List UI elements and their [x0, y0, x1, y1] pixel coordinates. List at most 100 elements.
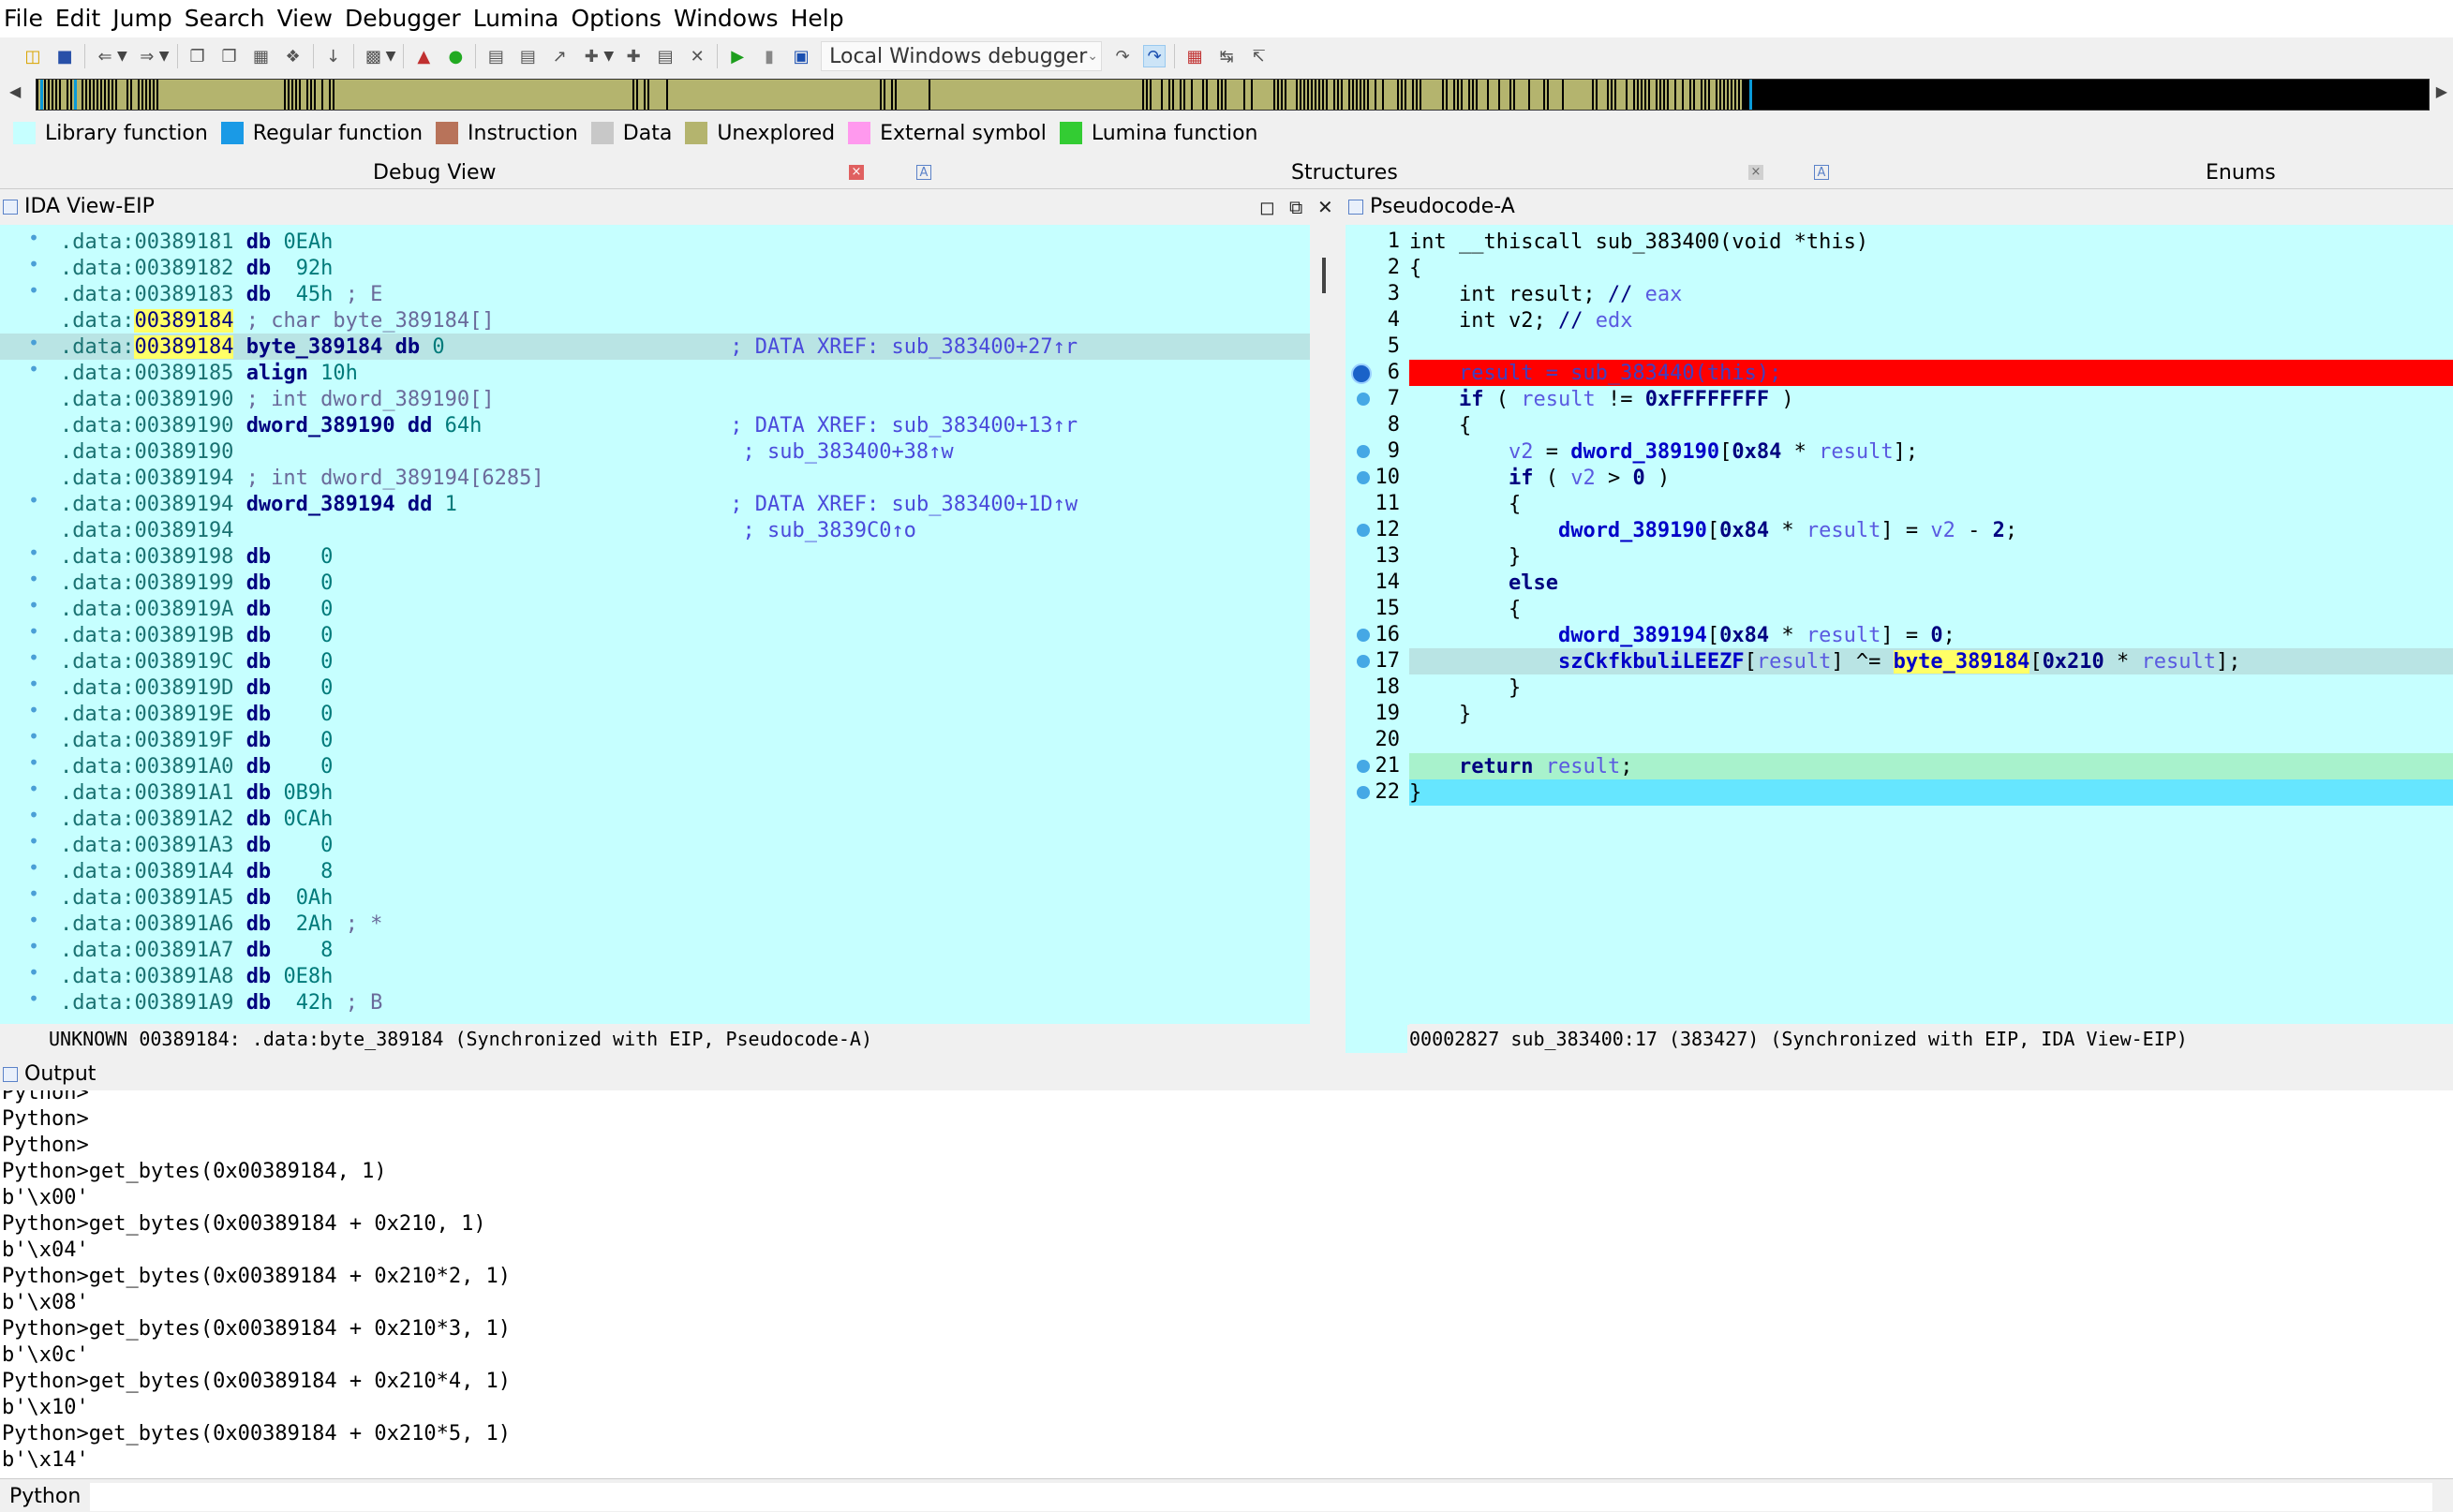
restore-icon[interactable]: ⧉ [1289, 196, 1303, 218]
pin-icon[interactable]: ✚ [626, 46, 641, 67]
ida-scrollbar-thumb[interactable] [1322, 258, 1326, 293]
menu-search[interactable]: Search [184, 5, 265, 32]
code-line-breakpoint[interactable]: result = sub_383440(this); [1409, 360, 2453, 386]
disasm-line[interactable]: .data:00389194 ; int dword_389194[6285] [60, 467, 544, 490]
disasm-line[interactable]: •.data:0038919D db 0 [28, 673, 334, 700]
trace-icon[interactable]: ↸ [1251, 46, 1266, 67]
chart-icon[interactable]: ▤ [487, 46, 504, 67]
disasm-line[interactable]: •.data:0038919B db 0 [28, 620, 334, 647]
disasm-line[interactable]: •.data:003891A9 db 42h ; B [28, 987, 383, 1015]
download-icon[interactable]: ↓ [326, 46, 341, 67]
breakpoint-dot-icon[interactable] [1357, 445, 1370, 458]
menu-jump[interactable]: Jump [112, 5, 172, 32]
cli-language-button[interactable]: Python [9, 1485, 82, 1508]
disasm-line[interactable]: •.data:0038919E db 0 [28, 699, 334, 726]
disasm-line[interactable]: •.data:0038919C db 0 [28, 646, 334, 674]
disasm-line[interactable]: •.data:003891A2 db 0CAh [28, 804, 334, 831]
debugger-select[interactable]: Local Windows debugger⌄ [821, 41, 1103, 71]
breakpoint-dot-icon[interactable] [1357, 655, 1370, 668]
disasm-line[interactable]: •.data:003891A8 db 0E8h [28, 961, 334, 988]
code-line[interactable]: } [1409, 545, 1522, 569]
flow-icon[interactable]: ↗ [552, 46, 567, 67]
breakpoint-list-icon[interactable]: ▦ [1186, 46, 1203, 67]
tab-structures[interactable]: Structures [1291, 161, 1398, 185]
disasm-line[interactable]: .data:00389184 ; char byte_389184[] [60, 309, 495, 333]
close-icon[interactable]: × [1748, 165, 1763, 180]
code-line[interactable]: { [1409, 493, 1522, 516]
disasm-line[interactable]: •.data:00389185 align 10h [28, 358, 358, 385]
disasm-line[interactable]: .data:00389190 ; sub_383400+38↑w [60, 440, 954, 464]
disasm-line[interactable]: •.data:003891A6 db 2Ah ; * [28, 909, 383, 936]
pseudocode-editor[interactable]: int __thiscall sub_383400(void *this) { … [1409, 225, 2453, 1024]
back-icon[interactable]: ⇐ [97, 46, 112, 67]
pause-icon[interactable]: ▮ [765, 46, 775, 67]
patch-icon[interactable]: ❖ [285, 46, 301, 67]
code-line-current[interactable]: szCkfkbuliLEEZF[result] ^= byte_389184[0… [1409, 648, 2453, 674]
tab-enums[interactable]: Enums [2206, 161, 2276, 185]
code-line[interactable]: { [1409, 257, 1422, 280]
chart-icon[interactable]: ▤ [657, 46, 674, 67]
close-icon[interactable]: ✕ [1317, 196, 1333, 218]
disasm-line[interactable]: •.data:003891A5 db 0Ah [28, 882, 334, 910]
menu-options[interactable]: Options [571, 5, 662, 32]
code-line[interactable]: { [1409, 598, 1522, 621]
menu-file[interactable]: File [4, 5, 43, 32]
code-line[interactable] [1409, 727, 2453, 753]
code-line[interactable]: dword_389194[0x84 * result] = 0; [1557, 624, 1955, 647]
disasm-line[interactable]: •.data:003891A7 db 8 [28, 935, 334, 962]
green-dot-icon[interactable]: ● [448, 46, 464, 67]
open-icon[interactable]: ◫ [24, 46, 41, 67]
breakpoint-dot-icon[interactable] [1357, 471, 1370, 484]
code-line[interactable]: int result; // eax [1409, 283, 1683, 306]
code-line[interactable]: if ( result != 0xFFFFFFFF ) [1458, 388, 1794, 411]
binary-icon[interactable]: ▦ [253, 46, 270, 67]
menu-view[interactable]: View [276, 5, 333, 32]
code-line[interactable] [1409, 334, 2453, 360]
breakpoint-dot-icon[interactable] [1357, 629, 1370, 642]
disasm-line[interactable]: .data:00389190 ; int dword_389190[] [60, 388, 495, 411]
paste-icon[interactable]: ❐ [221, 46, 237, 67]
step-over-icon[interactable]: ↷ [1143, 45, 1167, 67]
copy-icon[interactable]: ❐ [189, 46, 205, 67]
disasm-line[interactable]: •.data:003891A4 db 8 [28, 856, 334, 883]
disasm-line[interactable]: •.data:00389198 db 0 [28, 541, 334, 569]
ida-scrollbar[interactable] [1310, 225, 1331, 1053]
disasm-line[interactable]: .data:00389194 ; sub_3839C0↑o [60, 519, 916, 542]
nav-right-arrow-icon[interactable]: ▶ [2435, 82, 2447, 100]
current-breakpoint-icon[interactable] [1351, 363, 1372, 384]
maximize-icon[interactable]: ◻ [1259, 196, 1275, 218]
text-search-icon[interactable]: ▩ [365, 46, 382, 67]
forward-icon[interactable]: ⇒ [140, 46, 155, 67]
breakpoint-dot-icon[interactable] [1357, 786, 1370, 799]
breakpoint-dot-icon[interactable] [1357, 760, 1370, 773]
play-icon[interactable]: ▶ [731, 46, 745, 67]
disasm-line[interactable]: •.data:003891A3 db 0 [28, 830, 334, 857]
output-console[interactable]: Python> Python> Python> Python>get_bytes… [0, 1090, 2453, 1478]
chart-icon[interactable]: ▤ [519, 46, 536, 67]
save-icon[interactable]: ■ [56, 46, 73, 67]
code-line[interactable]: } [1409, 703, 1472, 726]
menu-lumina[interactable]: Lumina [472, 5, 559, 32]
menu-windows[interactable]: Windows [673, 5, 779, 32]
disasm-line[interactable]: •.data:00389194 dword_389194 dd 1 ; DATA… [28, 489, 1078, 516]
chevron-down-icon[interactable]: ▼ [158, 49, 170, 64]
code-line[interactable]: else [1508, 571, 1558, 595]
code-line[interactable]: int __thiscall sub_383400(void *this) [1409, 230, 1869, 254]
code-line[interactable]: v2 = dword_389190[0x84 * result]; [1508, 440, 1919, 464]
code-line[interactable]: return result; [1409, 753, 2453, 779]
breakpoint-dot-icon[interactable] [1357, 524, 1370, 537]
code-line[interactable]: dword_389190[0x84 * result] = v2 - 2; [1557, 519, 2018, 542]
disasm-line[interactable]: •.data:00389199 db 0 [28, 568, 334, 595]
navigation-band-strip[interactable] [36, 79, 2430, 111]
disasm-line-current[interactable]: •.data:00389184 byte_389184 db 0 ; DATA … [0, 332, 1310, 360]
disasm-line[interactable]: •.data:00389181 db 0EAh [28, 227, 334, 254]
breakpoint-dot-icon[interactable] [1357, 393, 1370, 406]
close-icon[interactable]: ✕ [690, 46, 705, 67]
step-icon[interactable]: ↷ [1115, 46, 1130, 67]
cli-input[interactable] [90, 1483, 2432, 1511]
pin-icon[interactable]: ✚ [584, 46, 599, 67]
code-line[interactable]: } [1409, 676, 1522, 700]
chevron-down-icon[interactable]: ▼ [385, 49, 396, 64]
disasm-line[interactable]: •.data:003891A1 db 0B9h [28, 778, 334, 805]
menu-debugger[interactable]: Debugger [344, 5, 461, 32]
